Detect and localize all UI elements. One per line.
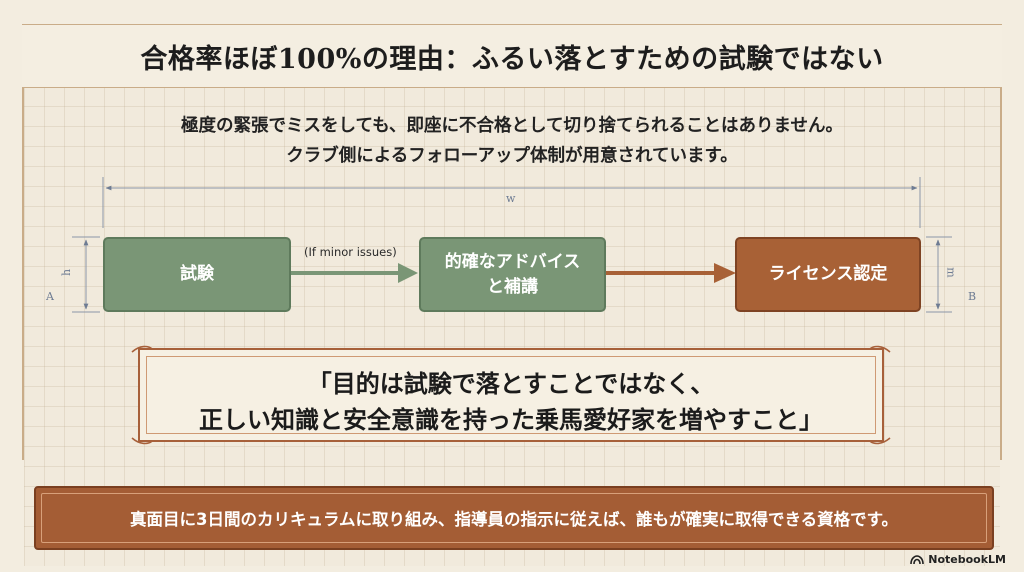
left-frame-line: [22, 24, 24, 460]
quote-line-1: 「目的は試験で落とすことではなく、: [307, 369, 715, 398]
quote-inner-border: [146, 356, 876, 434]
notebooklm-logo-icon: [910, 554, 925, 564]
quote-box: 「目的は試験で落とすことではなく、 正しい知識と安全意識を持った乗馬愛好家を増や…: [138, 348, 884, 442]
node-exam: 試験: [103, 237, 291, 312]
intro-line-2: クラブ側によるフォローアップ体制が用意されています。: [286, 146, 738, 166]
edge-label-minor-issues: (If minor issues): [304, 245, 397, 259]
intro-line-1: 極度の緊張でミスをしても、即座に不合格として切り捨てられることはありません。: [180, 116, 844, 136]
point-b-label: B: [968, 290, 977, 303]
arrow-advice-to-license-head: [714, 263, 736, 283]
node-license: ライセンス認定: [735, 237, 921, 312]
node-advice: 的確なアドバイス と補講: [419, 237, 606, 312]
node-advice-label-1: 的確なアドバイス: [444, 251, 581, 272]
bottom-banner-text: 真面目に3日間のカリキュラムに取り組み、指導員の指示に従えば、誰もが確実に取得で…: [129, 510, 898, 529]
node-exam-label: 試験: [180, 264, 214, 284]
dim-h-label: h: [60, 268, 74, 277]
bottom-banner: 真面目に3日間のカリキュラムに取り組み、指導員の指示に従えば、誰もが確実に取得で…: [34, 486, 994, 550]
quote-line-2: 正しい知識と安全意識を持った乗馬愛好家を増やすこと」: [199, 405, 823, 434]
dim-w-label: w: [506, 192, 516, 205]
node-advice-label-2: と補講: [487, 276, 538, 297]
arrow-exam-to-advice-head: [398, 263, 418, 283]
credit: NotebookLM: [910, 553, 1006, 566]
page-title: 合格率ほぼ100%の理由：ふるい落とすための試験ではない: [140, 43, 884, 75]
credit-text: NotebookLM: [928, 553, 1006, 566]
node-license-label: ライセンス認定: [768, 264, 888, 284]
dim-m-label: m: [944, 267, 958, 278]
point-a-label: A: [46, 290, 54, 303]
bottom-banner-inner-border: [41, 493, 987, 543]
title-bar: 合格率ほぼ100%の理由：ふるい落とすための試験ではない: [22, 24, 1002, 88]
right-frame-line: [1000, 24, 1002, 460]
